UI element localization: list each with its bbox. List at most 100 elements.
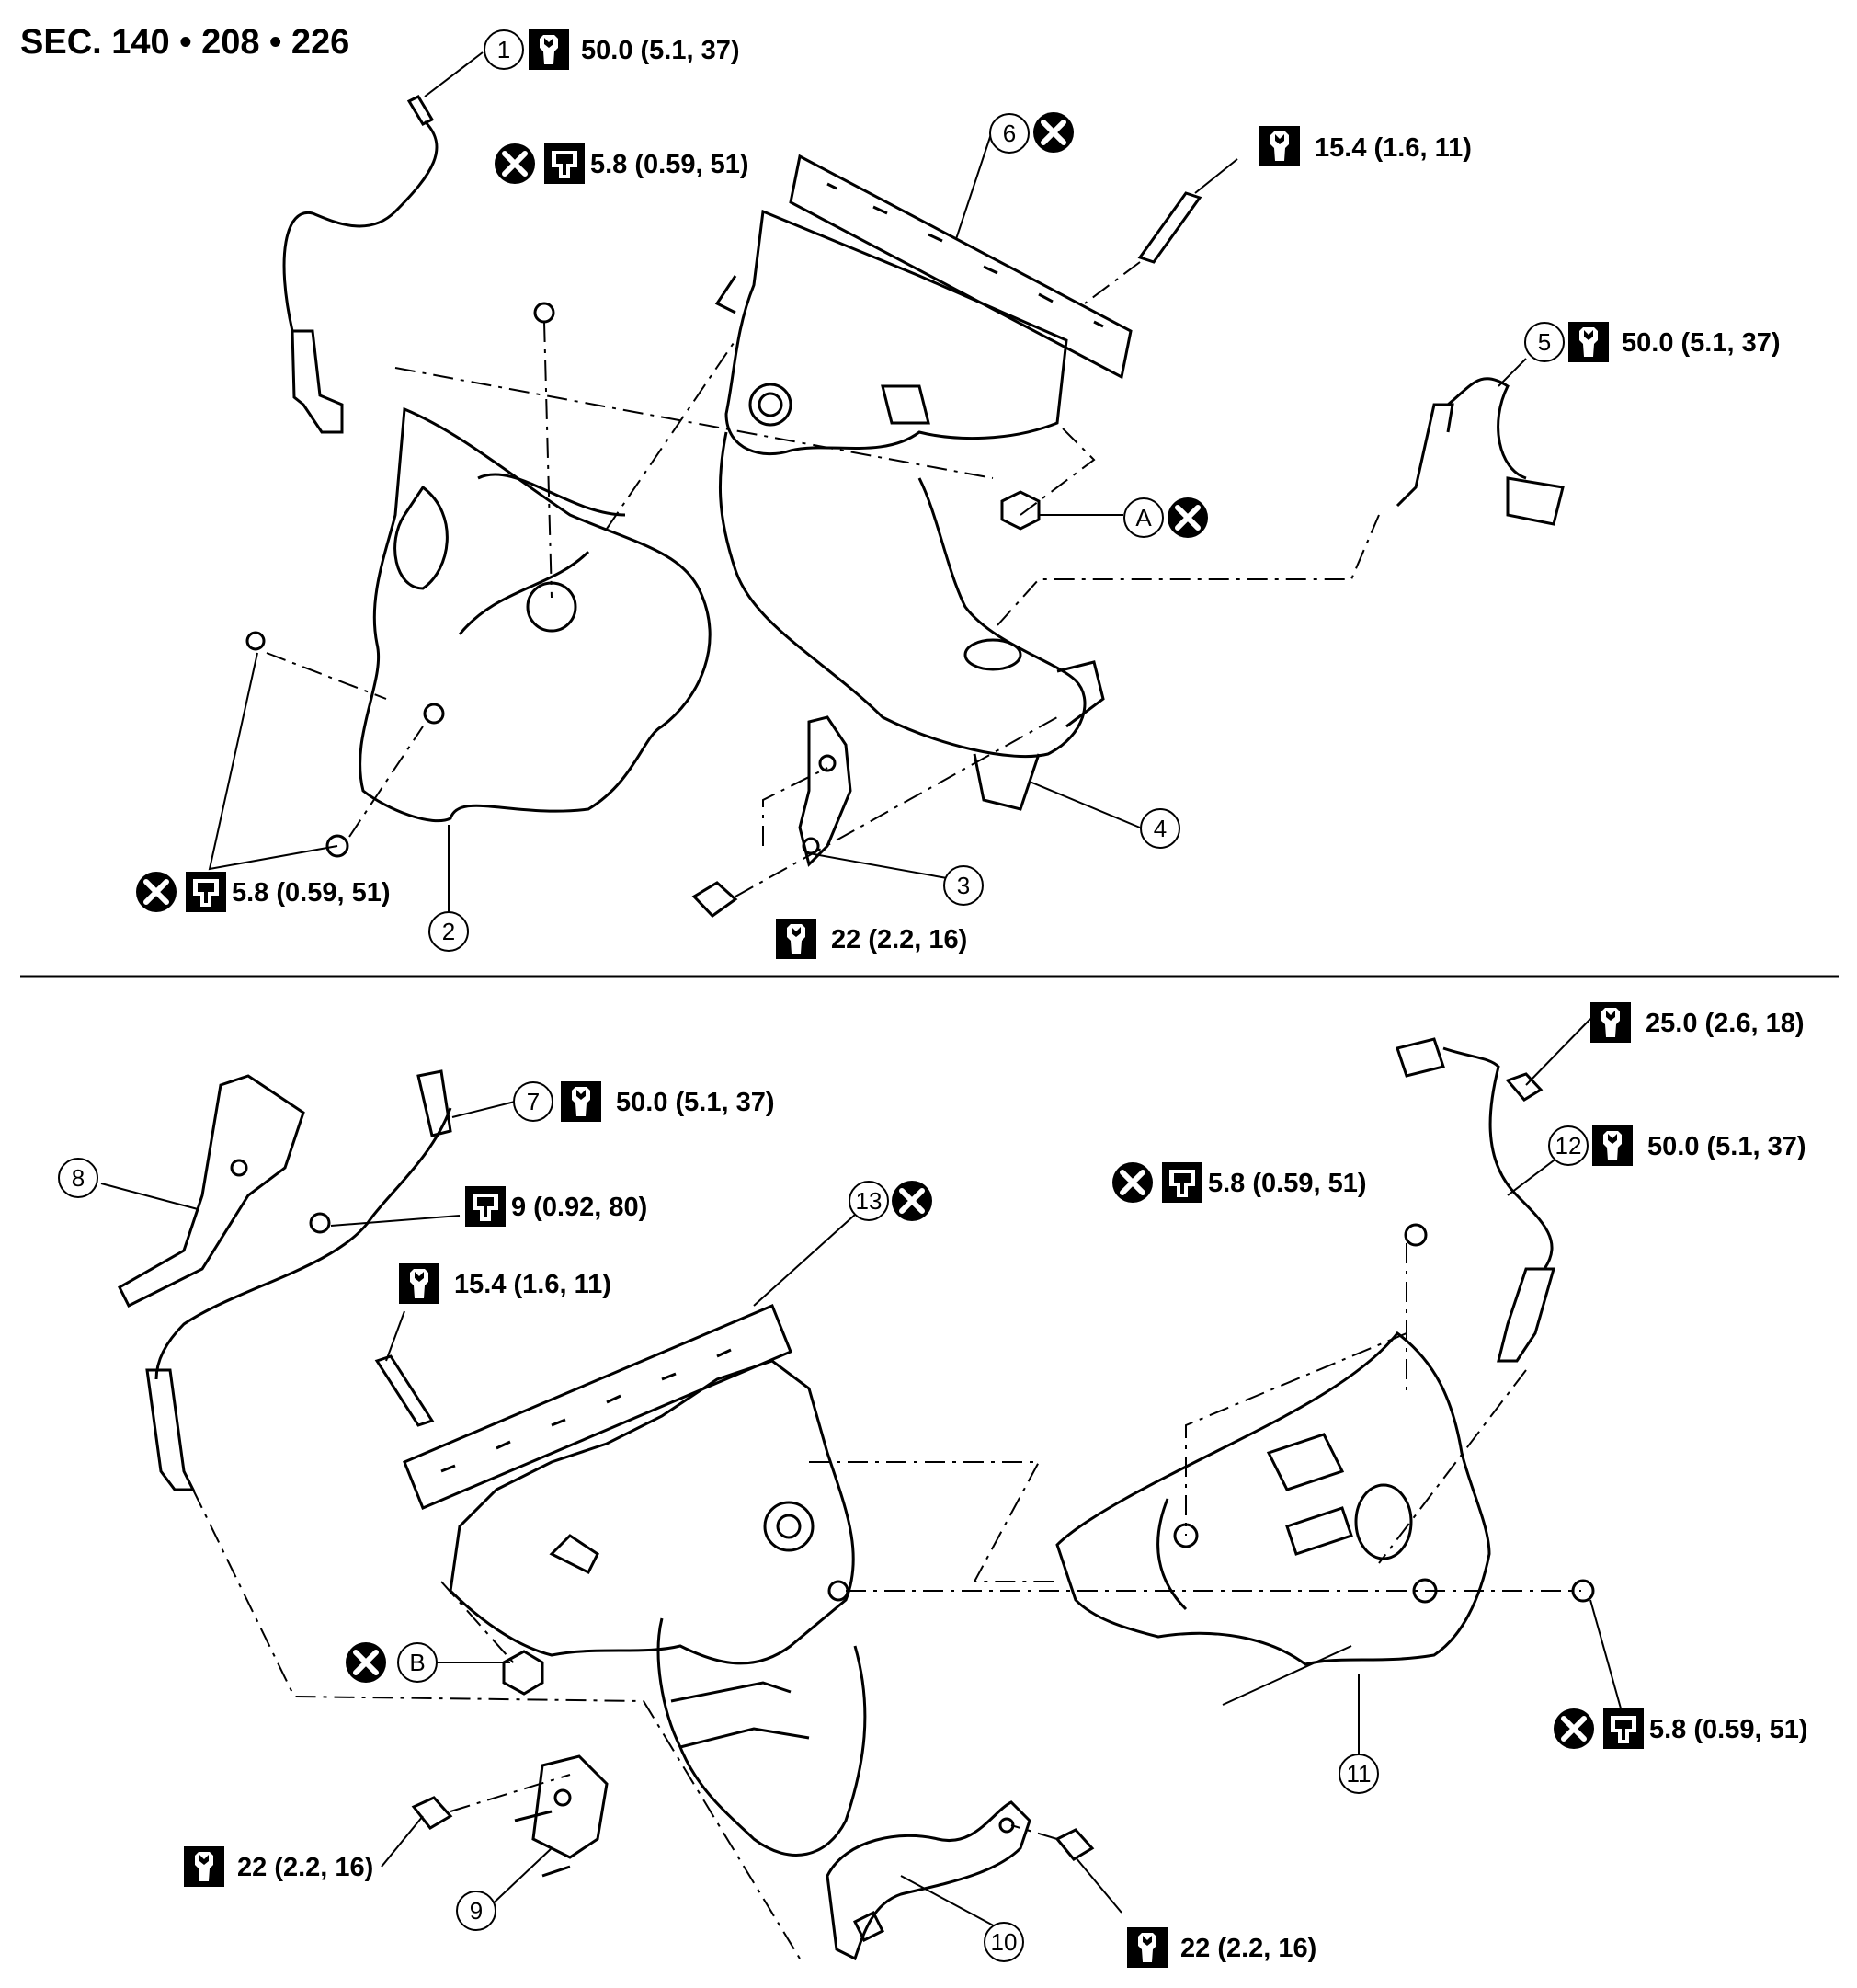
torque-label-bracket-10: 22 (2.2, 16) — [1127, 1927, 1316, 1968]
svg-text:9: 9 — [470, 1897, 483, 1925]
bolt-cover-left — [245, 631, 266, 651]
svg-text:2: 2 — [442, 918, 455, 945]
bolt-cover-top — [533, 302, 555, 324]
do-not-reuse-nut-a — [1168, 497, 1208, 538]
callout-7: 7 — [513, 1081, 553, 1122]
torque-label-bracket-9: 22 (2.2, 16) — [184, 1846, 373, 1887]
torque-label-bracket-top: 22 (2.2, 16) — [776, 919, 967, 959]
gasket-upper — [789, 154, 1133, 380]
do-not-reuse-icon — [1554, 1708, 1594, 1749]
callout-1: 1 — [484, 29, 524, 70]
nut-b — [502, 1650, 544, 1696]
torque-wrench-icon — [1592, 1125, 1633, 1166]
svg-text:15.4 (1.6, 11): 15.4 (1.6, 11) — [454, 1270, 611, 1299]
torque-wrench-icon — [399, 1263, 439, 1304]
svg-text:22 (2.2, 16): 22 (2.2, 16) — [831, 925, 967, 954]
torque-wrench-icon — [184, 1846, 224, 1887]
svg-text:11: 11 — [1347, 1760, 1372, 1788]
oxygen-sensor-12 — [1396, 1037, 1555, 1363]
svg-text:1: 1 — [497, 36, 510, 63]
svg-text:6: 6 — [1003, 120, 1016, 147]
svg-text:5.8 (0.59, 51): 5.8 (0.59, 51) — [232, 878, 391, 908]
callout-4: 4 — [1140, 808, 1180, 849]
svg-text:5.8 (0.59, 51): 5.8 (0.59, 51) — [1649, 1715, 1808, 1744]
top-assembly — [208, 51, 1565, 924]
torque-label-stud-bottom: 15.4 (1.6, 11) — [399, 1263, 611, 1304]
torque-label-cover-top: 5.8 (0.59, 51) — [495, 143, 749, 184]
nut-a — [1000, 490, 1041, 531]
callout-a: A — [1123, 497, 1164, 538]
stud-lower — [374, 1354, 435, 1427]
do-not-reuse-icon — [495, 143, 535, 184]
svg-text:12: 12 — [1555, 1132, 1582, 1160]
bolt-cover-bottom — [325, 834, 349, 858]
torque-wrench-icon — [1590, 1002, 1631, 1043]
svg-text:50.0 (5.1, 37): 50.0 (5.1, 37) — [616, 1088, 775, 1117]
bolt-cover-right — [1571, 1579, 1595, 1603]
gasket-lower — [403, 1304, 792, 1510]
svg-text:5: 5 — [1538, 328, 1551, 356]
callout-5: 5 — [1524, 322, 1565, 362]
callout-12: 12 — [1548, 1125, 1589, 1166]
torque-label-bolt-br: 25.0 (2.6, 18) — [1590, 1002, 1805, 1043]
do-not-reuse-icon — [1033, 112, 1074, 153]
callout-2: 2 — [428, 911, 469, 952]
bottom-assembly — [100, 1018, 1630, 1961]
callout-6: 6 — [989, 113, 1030, 154]
torque-wrench-filled-icon — [1162, 1162, 1202, 1203]
svg-text:15.4 (1.6, 11): 15.4 (1.6, 11) — [1315, 133, 1472, 163]
svg-text:22 (2.2, 16): 22 (2.2, 16) — [1180, 1934, 1316, 1963]
torque-label-1: 50.0 (5.1, 37) — [529, 29, 740, 70]
bracket-8 — [118, 1074, 305, 1308]
do-not-reuse-gasket-13 — [892, 1181, 932, 1221]
bolt-bracket-8 — [309, 1212, 331, 1234]
do-not-reuse-icon — [346, 1642, 386, 1683]
do-not-reuse-icon — [1112, 1162, 1153, 1203]
torque-wrench-icon — [776, 919, 816, 959]
svg-text:50.0 (5.1, 37): 50.0 (5.1, 37) — [581, 36, 740, 65]
heat-insulator-lower — [1055, 1331, 1491, 1666]
svg-text:9 (0.92, 80): 9 (0.92, 80) — [511, 1193, 647, 1222]
oxygen-sensor-1 — [282, 95, 439, 434]
torque-wrench-filled-icon — [465, 1186, 506, 1227]
stud-upper — [1137, 191, 1202, 264]
svg-text:4: 4 — [1154, 815, 1167, 842]
callout-9: 9 — [456, 1891, 496, 1931]
svg-text:A: A — [1135, 504, 1152, 531]
exhaust-manifold-catalyst-lower — [449, 1359, 867, 1878]
section-label: SEC. 140 • 208 • 226 — [20, 23, 349, 62]
callout-8: 8 — [58, 1158, 98, 1198]
do-not-reuse-gasket-6 — [1033, 112, 1074, 153]
bolt-bracket-10 — [1054, 1828, 1095, 1861]
torque-label-12: 50.0 (5.1, 37) — [1592, 1125, 1806, 1166]
torque-wrench-icon — [529, 29, 569, 70]
torque-label-cover-right: 5.8 (0.59, 51) — [1554, 1708, 1808, 1749]
svg-text:10: 10 — [991, 1928, 1018, 1956]
svg-text:8: 8 — [72, 1164, 85, 1192]
svg-text:5.8 (0.59, 51): 5.8 (0.59, 51) — [1208, 1169, 1367, 1198]
torque-wrench-icon — [1259, 126, 1300, 166]
bracket-10 — [826, 1800, 1031, 1961]
exhaust-manifold-catalyst-upper — [714, 209, 1105, 811]
torque-wrench-filled-icon — [186, 872, 226, 912]
callout-b: B — [397, 1642, 438, 1683]
svg-text:22 (2.2, 16): 22 (2.2, 16) — [237, 1853, 373, 1882]
do-not-reuse-icon — [1168, 497, 1208, 538]
torque-wrench-icon — [1568, 322, 1609, 362]
torque-label-7: 50.0 (5.1, 37) — [561, 1081, 775, 1122]
torque-wrench-filled-icon — [544, 143, 585, 184]
callout-11: 11 — [1339, 1754, 1379, 1794]
torque-wrench-icon — [1127, 1927, 1168, 1968]
torque-wrench-icon — [561, 1081, 601, 1122]
bracket-upper — [798, 715, 852, 867]
torque-label-stud-top: 15.4 (1.6, 11) — [1259, 126, 1472, 166]
svg-text:5.8 (0.59, 51): 5.8 (0.59, 51) — [590, 150, 749, 179]
callout-13: 13 — [849, 1181, 889, 1221]
bolt-sensor-12 — [1505, 1072, 1544, 1102]
do-not-reuse-icon — [136, 872, 177, 912]
callout-3: 3 — [943, 865, 984, 906]
svg-text:50.0 (5.1, 37): 50.0 (5.1, 37) — [1647, 1132, 1806, 1161]
svg-text:25.0 (2.6, 18): 25.0 (2.6, 18) — [1646, 1009, 1805, 1038]
do-not-reuse-nut-b — [346, 1642, 386, 1683]
